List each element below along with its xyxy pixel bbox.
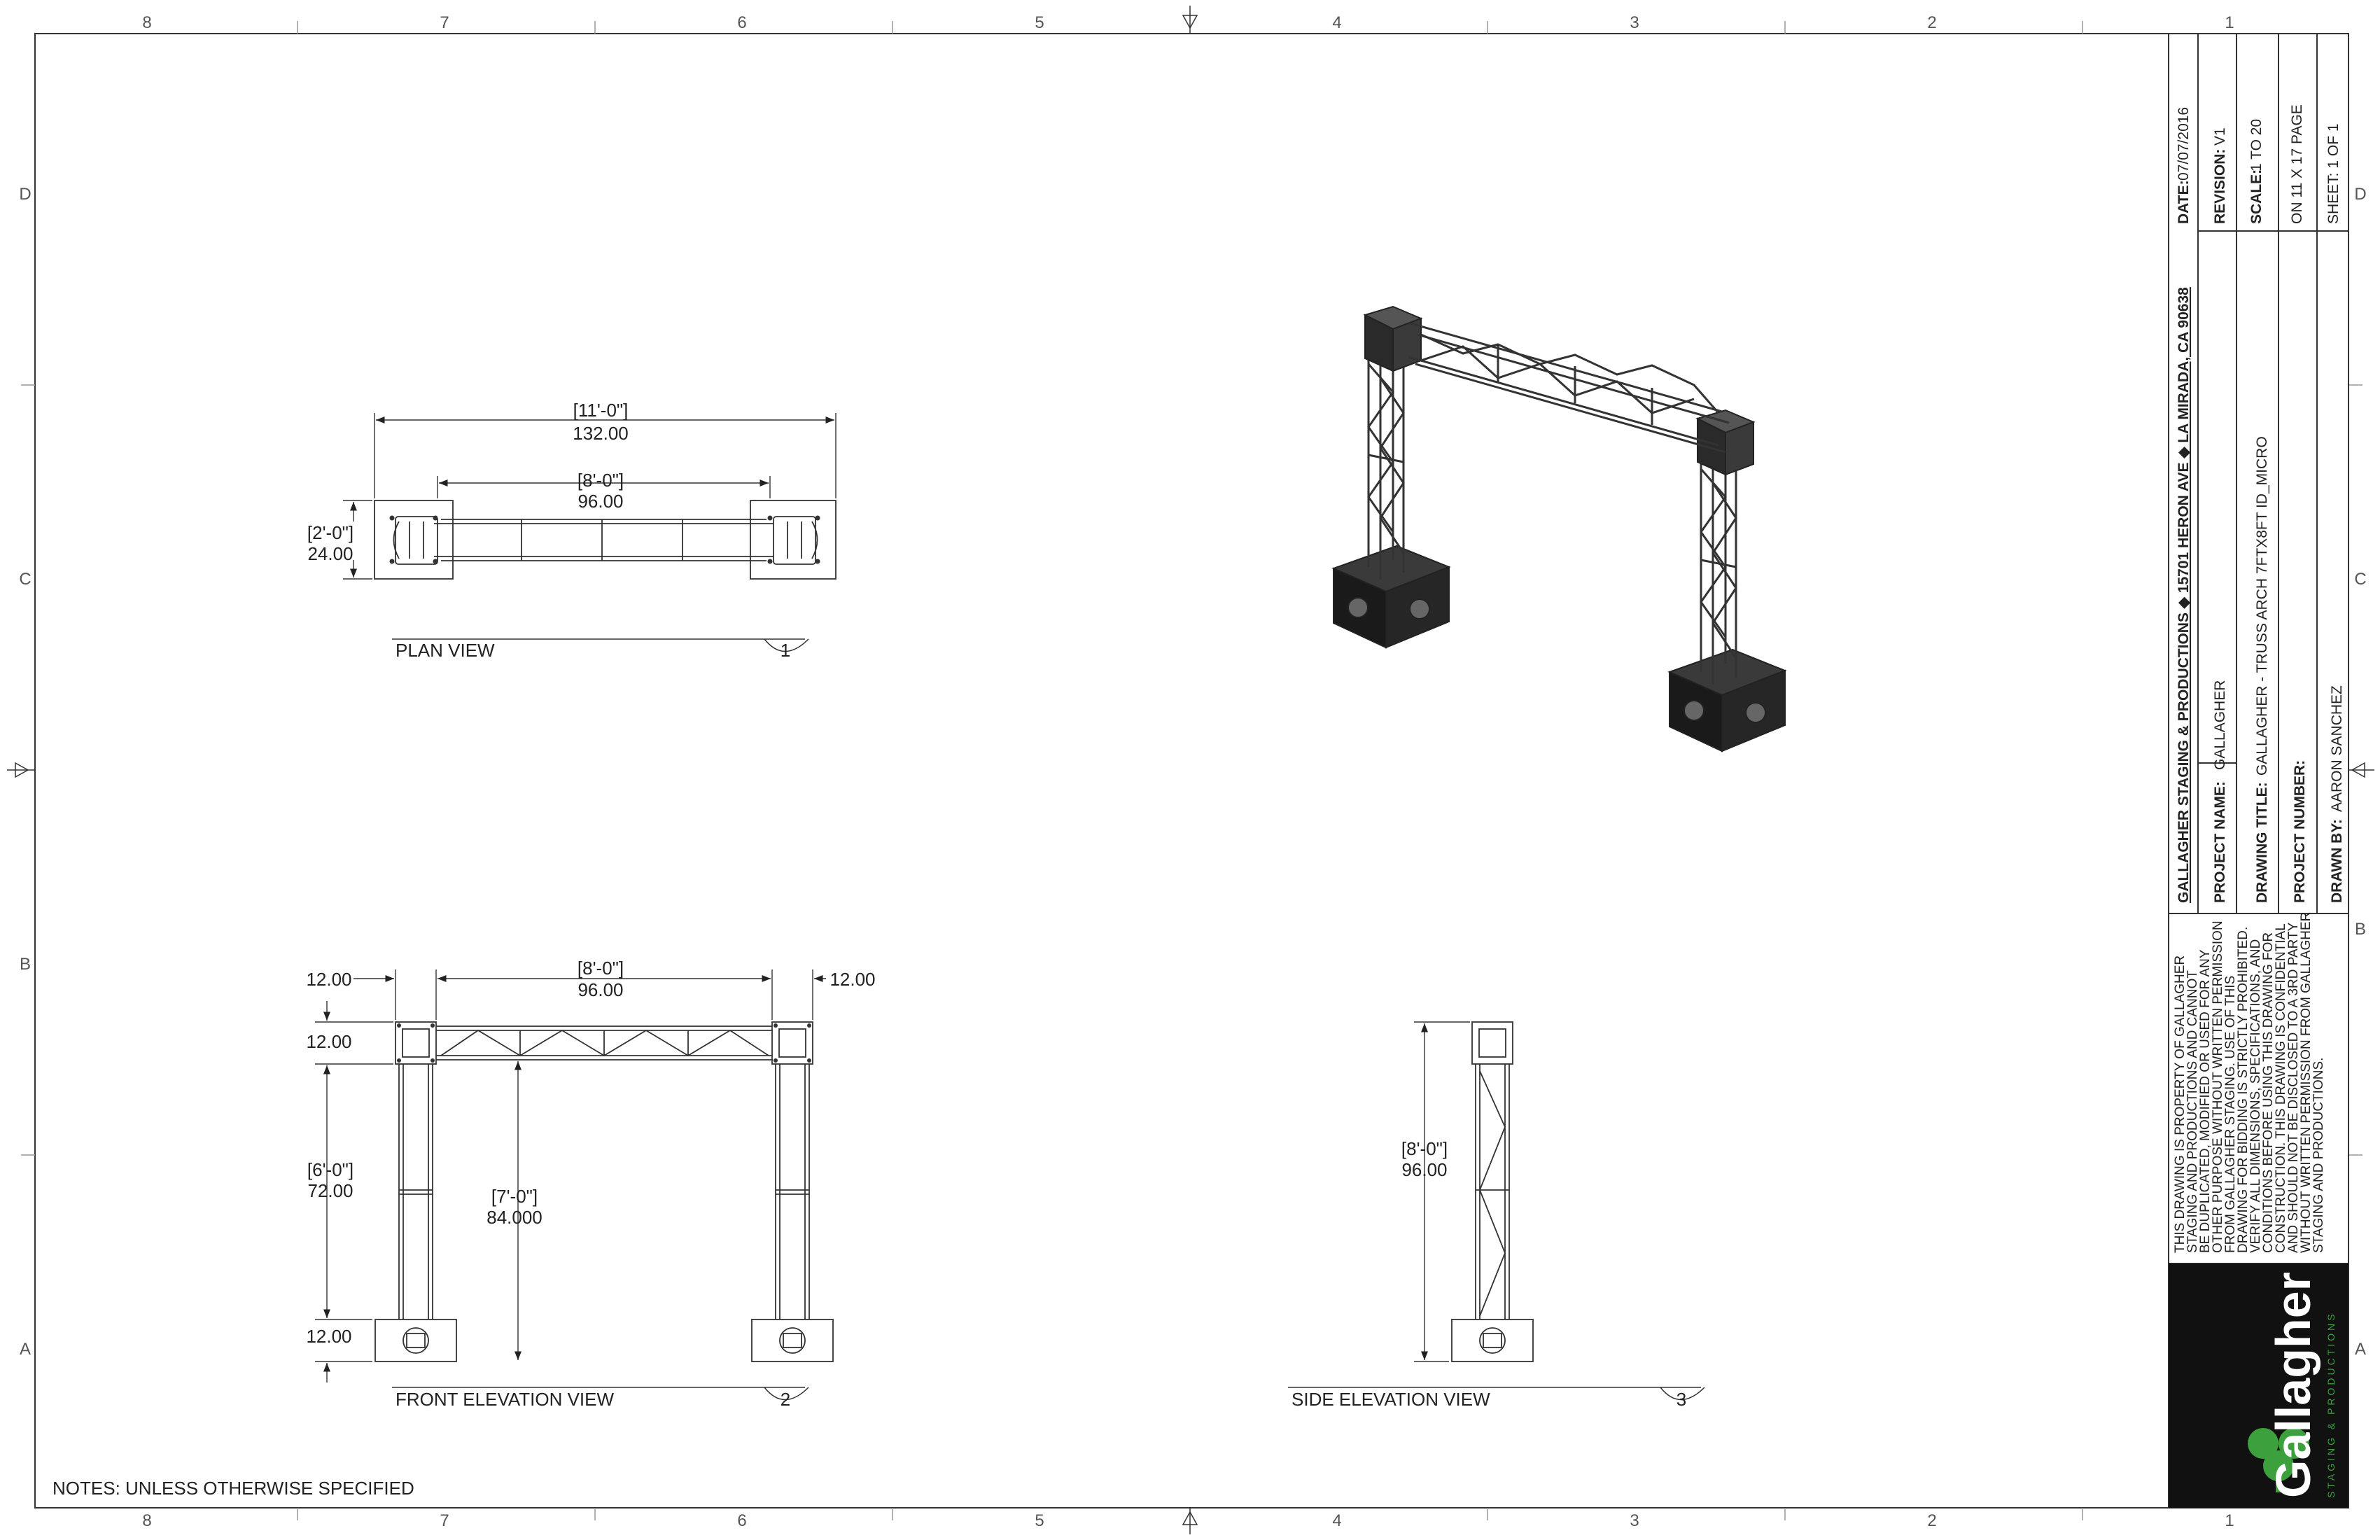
front-view-number: 2 [780, 1389, 790, 1410]
zone-col-top-7: 2 [1927, 13, 1936, 32]
zone-col-top-2: 7 [440, 13, 449, 32]
svg-text:SCALE:: SCALE: [2248, 169, 2264, 224]
zone-row-right-a: A [2355, 1340, 2366, 1359]
svg-text:BE DUPLICATED, MODIFIED OR USE: BE DUPLICATED, MODIFIED OR USED FOR ANY [2198, 949, 2213, 1253]
plan-view-label: PLAN VIEW [396, 640, 495, 661]
logo-subtext: STAGING & PRODUCTIONS [2325, 1311, 2337, 1498]
svg-text:GALLAGHER - TRUSS ARCH 7FTX8FT: GALLAGHER - TRUSS ARCH 7FTX8FT ID_MICRO [2254, 436, 2270, 776]
zone-row-left-c: C [19, 570, 31, 589]
front-dim-column-ft: [6'-0"] [307, 1159, 354, 1180]
plan-dim-overall-ft: [11'-0"] [573, 400, 629, 421]
svg-text:WITHOUT WRITTEN PERMISSION FRO: WITHOUT WRITTEN PERMISSION FROM GALLAGHE… [2299, 912, 2314, 1253]
tb-project-number: PROJECT NUMBER: [2292, 760, 2308, 903]
plan-dim-depth-ft: [2'-0"] [307, 522, 354, 543]
tb-project-name: PROJECT NAME: GALLAGHER [2212, 680, 2228, 903]
svg-text:07/07/2016: 07/07/2016 [2176, 107, 2192, 181]
zone-labels: 8 7 6 5 4 3 2 1 8 7 6 5 4 3 2 1 D C B A … [19, 13, 2366, 1530]
svg-text:STAGING AND PRODUCTIONS AND CA: STAGING AND PRODUCTIONS AND CANNOT [2185, 970, 2200, 1253]
zone-col-bot-2: 7 [440, 1511, 449, 1530]
logo-text: Gallagher [2266, 1272, 2320, 1498]
svg-text:STAGING AND PRODUCTIONS.: STAGING AND PRODUCTIONS. [2311, 1058, 2326, 1253]
svg-text:DRAWING FOR BIDDING IS STRICTL: DRAWING FOR BIDDING IS STRICTLY PROHIBIT… [2236, 927, 2250, 1253]
svg-text:DRAWING TITLE:: DRAWING TITLE: [2254, 782, 2270, 903]
zone-col-top-8: 1 [2225, 13, 2234, 32]
zone-row-right-c: C [2354, 570, 2366, 589]
side-dim-height-ft: [8'-0"] [1401, 1138, 1448, 1159]
front-dim-clear-ft: [7'-0"] [491, 1186, 538, 1207]
company-logo [2169, 1264, 2348, 1508]
zone-col-bot-6: 3 [1630, 1511, 1639, 1530]
svg-text:1 TO 20: 1 TO 20 [2248, 119, 2264, 172]
plan-view: [11'-0"] 132.00 [8'-0"] 96.00 [2'-0"] 24… [307, 400, 836, 661]
svg-text:CONDITIONS BEFORE USING THIS D: CONDITIONS BEFORE USING THIS DRAWING FOR [2261, 932, 2276, 1253]
zone-col-top-1: 8 [142, 13, 151, 32]
side-elevation-view: [8'-0"] 96.00 SIDE ELEVATION VIEW 3 [1288, 1021, 1705, 1410]
tb-drawing-title: DRAWING TITLE: GALLAGHER - TRUSS ARCH 7F… [2254, 436, 2270, 903]
zone-col-bot-5: 4 [1332, 1511, 1341, 1530]
svg-text:THIS DRAWING IS PROPERTY OF GA: THIS DRAWING IS PROPERTY OF GALLAGHER [2173, 955, 2188, 1253]
tb-disclaimer: THIS DRAWING IS PROPERTY OF GALLAGHER ST… [2173, 912, 2326, 1253]
title-block: Gallagher STAGING & PRODUCTIONS GALLAGHE… [2168, 33, 2349, 1508]
tb-revision: REVISION: V1 [2212, 127, 2228, 224]
zone-col-bot-8: 1 [2225, 1511, 2234, 1530]
zone-row-right-b: B [2355, 920, 2366, 939]
svg-text:FROM GALLAGHER STAGING. USE OF: FROM GALLAGHER STAGING. USE OF THIS [2223, 976, 2238, 1253]
svg-text:GALLAGHER: GALLAGHER [2212, 680, 2228, 770]
plan-dim-span-in: 96.00 [578, 491, 623, 512]
side-view-number: 3 [1676, 1389, 1686, 1410]
zone-col-bot-7: 2 [1927, 1511, 1936, 1530]
tb-sheet: SHEET: 1 OF 1 [2325, 123, 2342, 224]
side-dim-height-in: 96.00 [1401, 1159, 1447, 1180]
tb-drawn-by: DRAWN BY: AARON SANCHEZ [2329, 685, 2345, 903]
svg-text:PROJECT NAME:: PROJECT NAME: [2212, 781, 2228, 903]
front-dim-column-in: 72.00 [307, 1180, 353, 1201]
side-view-label: SIDE ELEVATION VIEW [1292, 1389, 1490, 1410]
svg-text:PROJECT NUMBER:: PROJECT NUMBER: [2292, 760, 2308, 903]
zone-row-left-b: B [20, 955, 31, 974]
tb-scale: SCALE: 1 TO 20 [2248, 119, 2264, 224]
zone-col-top-3: 6 [737, 13, 746, 32]
svg-text:CONSTRUCTION. THIS DRAWING IS: CONSTRUCTION. THIS DRAWING IS CONFIDENTI… [2274, 923, 2288, 1253]
zone-row-right-d: D [2354, 185, 2366, 204]
notes: NOTES: UNLESS OTHERWISE SPECIFIED [52, 1478, 414, 1499]
zone-row-left-d: D [19, 185, 31, 204]
svg-text:OTHER PURPOSE WITHOUT WRITTEN: OTHER PURPOSE WITHOUT WRITTEN PERMISSION [2211, 920, 2225, 1253]
front-dim-bottom: 12.00 [306, 1326, 351, 1347]
front-dim-span-in: 96.00 [578, 979, 623, 1000]
zone-col-top-5: 4 [1332, 13, 1341, 32]
front-dim-right: 12.00 [830, 969, 875, 990]
svg-text:V1: V1 [2212, 127, 2228, 146]
zone-col-bot-1: 8 [142, 1511, 151, 1530]
plan-dim-span-ft: [8'-0"] [578, 470, 624, 491]
front-dim-top: 12.00 [306, 1031, 351, 1052]
svg-text:AND SHOULD NOT BE DISCLOSED TO: AND SHOULD NOT BE DISCLOSED TO A 3RD PAR… [2286, 922, 2301, 1253]
tb-company-line: GALLAGHER STAGING & PRODUCTIONS ◆ 15701 … [2176, 287, 2192, 903]
svg-text:VERIFY ALL DIMENSIONS, SPECIFI: VERIFY ALL DIMENSIONS, SPECIFICATIONS, A… [2248, 939, 2263, 1253]
zone-col-top-4: 5 [1035, 13, 1044, 32]
front-dim-left: 12.00 [306, 969, 351, 990]
isometric-truss-arch [1331, 305, 1787, 752]
tb-page-size: ON 11 X 17 PAGE [2289, 104, 2305, 224]
zone-row-left-a: A [20, 1340, 31, 1359]
zone-col-bot-4: 5 [1035, 1511, 1044, 1530]
center-markers [7, 6, 2374, 1534]
zone-col-top-6: 3 [1630, 13, 1639, 32]
plan-dim-overall-in: 132.00 [573, 423, 629, 444]
svg-text:DATE:: DATE: [2176, 180, 2192, 224]
sheet-border [34, 33, 2349, 1508]
zone-col-bot-3: 6 [737, 1511, 746, 1530]
plan-dim-depth-in: 24.00 [307, 543, 353, 564]
tb-date: DATE: 07/07/2016 [2176, 107, 2192, 224]
front-dim-span-ft: [8'-0"] [578, 958, 624, 979]
svg-text:REVISION:: REVISION: [2212, 149, 2228, 224]
front-elevation-view: 12.00 [8'-0"] 96.00 12.00 12.00 [6'-0"] … [306, 958, 875, 1410]
plan-view-number: 1 [780, 640, 790, 661]
front-dim-clear-in: 84.000 [486, 1207, 542, 1228]
front-view-label: FRONT ELEVATION VIEW [396, 1389, 614, 1410]
zone-ticks [21, 21, 2362, 1520]
svg-text:DRAWN BY:: DRAWN BY: [2329, 819, 2345, 903]
logo-shamrock-icon [2248, 1428, 2309, 1492]
svg-text:AARON SANCHEZ: AARON SANCHEZ [2329, 685, 2345, 812]
